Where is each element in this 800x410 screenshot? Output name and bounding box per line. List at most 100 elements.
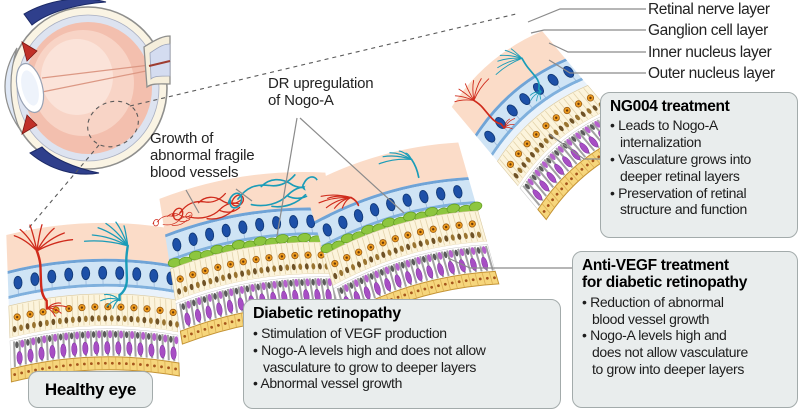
abnormal-vessel-cluster — [152, 211, 193, 227]
ganglion-cell — [402, 193, 412, 207]
outer-nucleus-cell — [532, 189, 543, 201]
ganglion-cell — [13, 275, 23, 290]
ganglion-cell — [419, 189, 429, 204]
connector-outer-nucleus-layer — [548, 59, 646, 74]
outer-nucleus-cell — [363, 286, 371, 300]
ganglion-cell — [453, 185, 463, 199]
outer-nucleus-cell — [104, 341, 111, 355]
blood-vessels — [152, 174, 319, 227]
ganglion-cell-layer-band — [315, 180, 476, 246]
outer-nucleus-cell — [588, 136, 599, 148]
diabetic-box-bullets: Stimulation of VEGF productionNogo-A lev… — [253, 325, 551, 392]
ganglion-cell — [436, 187, 446, 201]
connector-dr-nogo-2 — [299, 117, 405, 214]
connector-growth-2 — [235, 188, 253, 202]
ganglion-band-edge — [8, 283, 177, 299]
label-growth-abnormal-vessels: Growth of abnormal fragile blood vessels — [150, 130, 255, 181]
eye-illustration — [4, 0, 171, 175]
ganglion-cell — [238, 220, 248, 234]
retina-section-healthy — [6, 221, 180, 383]
healthy-eye-label-text: Healthy eye — [44, 379, 137, 399]
ganglion-cell — [149, 269, 159, 283]
outer-nucleus-cell — [448, 261, 455, 274]
ganglion-cell — [115, 266, 125, 280]
nogo-a-layer — [167, 233, 334, 268]
outer-nucleus-cell — [115, 341, 122, 355]
label-dr-upregulation: DR upregulation of Nogo-A — [268, 75, 374, 109]
zoom-dashed-line-lower — [21, 144, 100, 237]
ganglion-band-edge — [7, 258, 176, 274]
ganglion-cell — [322, 223, 332, 237]
bullet-item: Leads to Nogo-A internalization — [610, 117, 788, 151]
outer-nucleus-cell — [426, 265, 434, 279]
retinal-nerve-layer-band — [159, 172, 331, 235]
label-retinal-nerve-layer: Retinal nerve layer — [648, 1, 770, 18]
outer-nucleus-cell — [459, 259, 466, 273]
outer-nucleus-cell — [159, 344, 166, 359]
ganglion-cell — [255, 217, 265, 232]
ng004-treatment-box: NG004 treatment Leads to Nogo-A internal… — [600, 92, 798, 238]
anti-vegf-treatment-box: Anti-VEGF treatment for diabetic retinop… — [572, 251, 798, 408]
outer-nucleus-cell — [205, 305, 212, 319]
ciliary-body-top — [21, 41, 38, 62]
outer-nucleus-cell — [137, 342, 144, 356]
outer-nucleus-cell — [415, 268, 423, 281]
ganglion-cell — [47, 269, 57, 284]
bullet-item: Reduction of abnormal blood vessel growt… — [582, 294, 788, 328]
outer-nucleus-cell — [184, 312, 191, 326]
outer-nucleus-cell — [384, 278, 392, 291]
eye-muscle-top — [23, 0, 107, 26]
visual-axis-line — [41, 69, 152, 93]
ganglion-cell — [205, 227, 215, 242]
ganglion-cell — [519, 93, 531, 106]
diabetic-box-title: Diabetic retinopathy — [253, 305, 401, 322]
outer-nucleus-cell — [60, 343, 67, 357]
ganglion-cell — [221, 223, 231, 238]
outer-nucleus-cell — [216, 302, 223, 316]
outer-nucleus-cell — [170, 346, 177, 360]
outer-nucleus-cell — [227, 299, 234, 313]
blood-vessels — [13, 221, 129, 317]
healthy-eye-label: Healthy eye — [28, 371, 153, 408]
ganglion-cell — [64, 267, 74, 282]
sub-band — [492, 80, 588, 162]
outer-nucleus-cell — [374, 282, 381, 295]
outer-nucleus-cell — [405, 271, 412, 284]
outer-nucleus-cell — [470, 257, 477, 271]
bullet-item: Preservation of retinal structure and fu… — [610, 185, 788, 219]
retinal-nerve-layer-band — [6, 222, 176, 271]
outer-nucleus-cell — [539, 180, 549, 192]
zoom-dashed-line-upper — [129, 13, 517, 107]
ng004-box-title: NG004 treatment — [610, 98, 730, 115]
abnormal-vessel-cluster — [171, 192, 244, 221]
connector-growth-1 — [185, 189, 200, 214]
ganglion-cell — [30, 272, 40, 286]
bullet-item: Vasculature grows into deeper retinal la… — [610, 151, 788, 185]
outer-nucleus-cell — [546, 172, 557, 183]
sub-band — [8, 286, 177, 306]
ganglion-cell — [81, 266, 91, 281]
anti-vegf-box-title: Anti-VEGF treatment for diabetic retinop… — [582, 257, 748, 292]
outer-nucleus-cell — [49, 345, 56, 359]
retina-zoom-ellipse — [87, 100, 139, 148]
outer-nucleus-cell — [394, 274, 402, 288]
eye-muscle-bottom — [29, 146, 100, 175]
ganglion-cell — [289, 215, 299, 229]
outer-nucleus-cell — [554, 163, 564, 175]
connector-ng004 — [548, 133, 600, 160]
outer-nucleus-cell — [38, 346, 45, 360]
connector-dr-nogo-1 — [276, 117, 298, 237]
ganglion-cell — [369, 203, 380, 217]
outer-nucleus-cell — [195, 309, 202, 322]
outer-nucleus-cell — [93, 341, 100, 355]
ganglion-cell — [506, 104, 518, 117]
label-inner-nucleus-layer: Inner nucleus layer — [648, 44, 772, 61]
connectors — [185, 8, 646, 269]
eye-interior-highlight2 — [41, 39, 113, 115]
anti-vegf-box-bullets: Reduction of abnormal blood vessel growt… — [582, 294, 788, 378]
retinal-nerve-layer-band — [451, 31, 566, 135]
ganglion-cell — [338, 215, 348, 230]
connector-ganglion-cell-layer — [530, 29, 646, 34]
bullet-item: Nogo-A levels high and does not allow va… — [253, 342, 551, 376]
